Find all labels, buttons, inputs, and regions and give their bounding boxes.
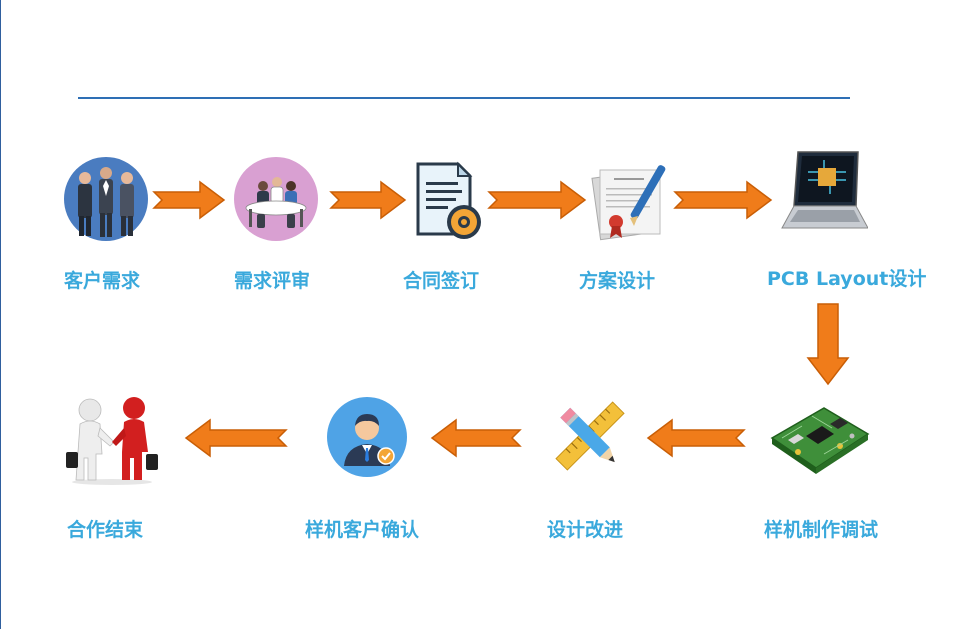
business-people-icon	[64, 157, 148, 241]
step-label-requirement-review: 需求评审	[234, 270, 311, 292]
step-label-pcb-layout: PCB Layout设计	[767, 268, 927, 290]
handshake-icon	[66, 397, 158, 485]
step-customer-confirm-icon	[326, 396, 408, 478]
step-prototype-debug-icon	[768, 398, 872, 480]
flow-arrow-right	[487, 180, 587, 220]
step-requirement-review-icon	[233, 156, 319, 242]
step-label-design-improve: 设计改进	[547, 519, 624, 541]
meeting-table-icon	[234, 157, 318, 241]
step-solution-design-icon	[588, 160, 678, 246]
step-customer-needs-icon	[63, 156, 149, 242]
left-border-line	[0, 0, 1, 629]
step-label-solution-design: 方案设计	[579, 270, 656, 292]
step-pcb-layout-icon	[778, 148, 868, 238]
flow-arrow-right	[329, 180, 407, 220]
laptop-chip-icon	[781, 151, 868, 229]
flow-arrow-left	[430, 418, 522, 458]
step-label-cooperation-end: 合作结束	[67, 519, 144, 541]
step-design-improve-icon	[552, 398, 628, 474]
flow-arrow-left	[184, 418, 288, 458]
circuit-board-icon	[770, 407, 870, 474]
step-cooperation-end-icon	[62, 396, 162, 486]
flow-arrow-right	[152, 180, 226, 220]
contract-gear-icon	[416, 161, 481, 239]
customer-check-icon	[327, 397, 407, 477]
step-label-customer-needs: 客户需求	[64, 270, 141, 292]
step-label-customer-confirm: 样机客户确认	[305, 519, 420, 541]
pencil-ruler-icon	[555, 401, 625, 471]
step-label-prototype-debug: 样机制作调试	[764, 519, 879, 541]
flow-arrow-right	[673, 180, 773, 220]
flow-arrow-left	[646, 418, 746, 458]
step-label-contract-signing: 合同签订	[403, 270, 480, 292]
step-contract-signing-icon	[414, 160, 486, 244]
header-divider	[78, 97, 850, 99]
certificate-pen-icon	[591, 165, 666, 241]
flow-arrow-down	[806, 302, 850, 386]
